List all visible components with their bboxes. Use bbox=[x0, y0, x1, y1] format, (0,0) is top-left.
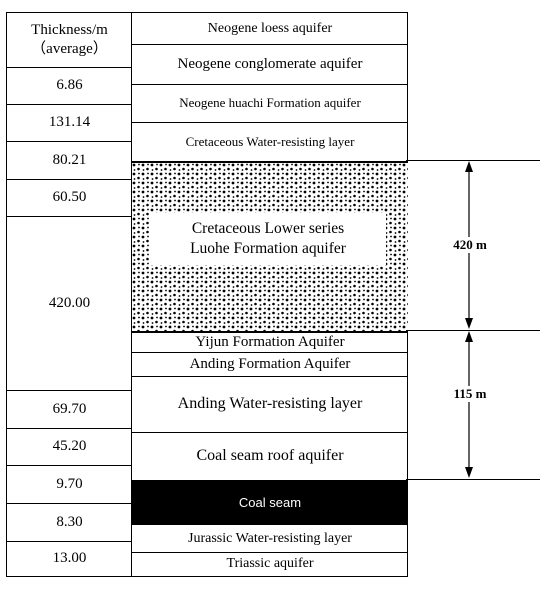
thickness-column: Thickness/m （average） 6.86 131.14 80.21 … bbox=[6, 12, 132, 577]
dimension-label-115: 115 m bbox=[448, 386, 492, 402]
layer-luohe-aquifer: Cretaceous Lower series Luohe Formation … bbox=[132, 161, 408, 333]
layer-anding-water-resisting: Anding Water-resisting layer bbox=[177, 395, 363, 412]
layer-yijun-aquifer: Yijun Formation Aquifer bbox=[195, 334, 345, 350]
thickness-header: Thickness/m （average） bbox=[7, 13, 132, 67]
dimension-line-middle bbox=[406, 330, 540, 331]
layer-neogene-loess: Neogene loess aquifer bbox=[207, 20, 333, 36]
dimension-line-bottom bbox=[406, 479, 540, 480]
strata-column: Neogene loess aquifer Neogene conglomera… bbox=[131, 12, 408, 577]
layer-luohe-label: Cretaceous Lower series Luohe Formation … bbox=[150, 213, 386, 265]
thickness-value: 45.20 bbox=[52, 438, 87, 455]
thickness-value: 69.70 bbox=[52, 400, 87, 417]
layer-neogene-huachi: Neogene huachi Formation aquifer bbox=[179, 95, 361, 110]
layer-neogene-conglomerate: Neogene conglomerate aquifer bbox=[177, 55, 363, 72]
thickness-value: 131.14 bbox=[48, 114, 91, 131]
thickness-header-title: Thickness/m bbox=[31, 22, 108, 39]
thickness-value: 8.30 bbox=[56, 513, 83, 530]
thickness-value: 6.86 bbox=[56, 77, 83, 94]
layer-coal-roof-aquifer: Coal seam roof aquifer bbox=[196, 447, 344, 464]
layer-coal-seam: Coal seam bbox=[132, 480, 408, 525]
layer-triassic-aquifer: Triassic aquifer bbox=[226, 556, 314, 571]
thickness-value: 80.21 bbox=[52, 151, 87, 168]
dimension-line-top bbox=[406, 160, 540, 161]
thickness-header-subtitle: （average） bbox=[31, 41, 108, 57]
layer-cretaceous-water-resisting: Cretaceous Water-resisting layer bbox=[185, 133, 355, 149]
layer-jurassic-water-resisting: Jurassic Water-resisting layer bbox=[188, 530, 352, 546]
dimension-label-420: 420 m bbox=[448, 237, 492, 253]
thickness-value: 420.00 bbox=[48, 294, 91, 311]
layer-luohe-label-line1: Cretaceous Lower series bbox=[191, 219, 345, 237]
layer-anding-aquifer: Anding Formation Aquifer bbox=[189, 355, 351, 372]
thickness-value: 60.50 bbox=[52, 189, 87, 206]
layer-luohe-label-line2: Luohe Formation aquifer bbox=[190, 240, 346, 257]
thickness-value: 13.00 bbox=[52, 550, 87, 567]
thickness-value: 9.70 bbox=[56, 475, 83, 492]
